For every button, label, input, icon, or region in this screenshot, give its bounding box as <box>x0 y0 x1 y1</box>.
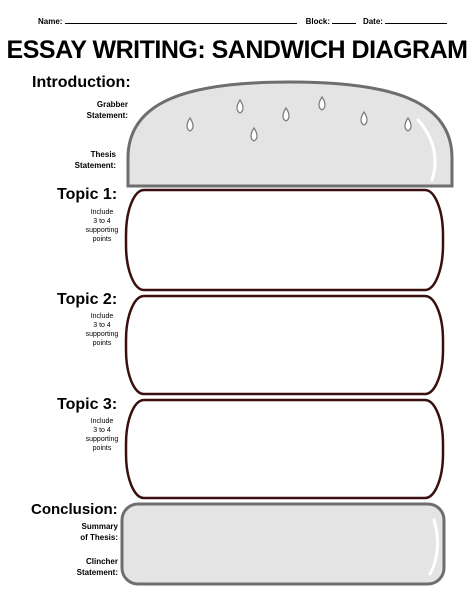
name-label: Name: <box>38 17 63 26</box>
conclusion-heading: Conclusion: <box>31 501 118 518</box>
introduction-heading: Introduction: <box>32 74 131 91</box>
grabber-label-line1: Grabber <box>96 100 128 109</box>
topic-2-box <box>124 294 445 396</box>
block-label: Block: <box>305 17 331 26</box>
topic-2-note: Include 3 to 4 supporting points <box>72 312 132 348</box>
clincher-label-line1: Clincher <box>85 557 118 566</box>
topic-2-note-line1: Include <box>90 313 114 320</box>
topic-2-heading: Topic 2: <box>57 291 118 308</box>
date-label: Date: <box>362 17 383 26</box>
topic-3-note-line4: points <box>92 445 112 452</box>
grabber-label: Grabber Statement: <box>60 99 128 121</box>
topic-2-note-line4: points <box>92 340 112 347</box>
topic-1-note-line1: Include <box>90 209 114 216</box>
block-field[interactable] <box>332 15 357 24</box>
thesis-label-line2: Statement: <box>74 161 116 170</box>
page-title: ESSAY WRITING: SANDWICH DIAGRAM <box>6 36 468 64</box>
topic-1-note: Include 3 to 4 supporting points <box>72 208 132 244</box>
top-bun-shine <box>416 118 437 182</box>
sesame-seeds <box>186 95 412 142</box>
topic-3-note-line1: Include <box>90 418 114 425</box>
grabber-label-line2: Statement: <box>86 111 128 120</box>
top-bun <box>126 80 454 188</box>
header-fields: Name: Block: Date: <box>38 15 448 26</box>
topic-3-note: Include 3 to 4 supporting points <box>72 417 132 453</box>
summary-label: Summary of Thesis: <box>52 521 118 543</box>
topic-3-note-line2: 3 to 4 <box>93 427 111 434</box>
topic-2-note-line2: 3 to 4 <box>93 322 111 329</box>
clincher-label-line2: Statement: <box>76 568 118 577</box>
topic-1-note-line4: points <box>92 236 112 243</box>
topic-3-heading: Topic 3: <box>57 396 118 413</box>
thesis-label-line1: Thesis <box>90 150 116 159</box>
topic-3-note-line3: supporting <box>85 436 119 443</box>
date-field[interactable] <box>385 15 448 24</box>
topic-2-note-line3: supporting <box>85 331 119 338</box>
topic-1-note-line2: 3 to 4 <box>93 218 111 225</box>
bottom-bun-shine <box>428 518 439 576</box>
thesis-label: Thesis Statement: <box>60 149 116 171</box>
topic-1-box <box>124 188 445 292</box>
topic-3-box <box>124 398 445 500</box>
topic-1-note-line3: supporting <box>85 227 119 234</box>
name-field[interactable] <box>64 15 297 24</box>
summary-label-line1: Summary <box>81 522 118 531</box>
summary-label-line2: of Thesis: <box>80 533 118 542</box>
topic-1-heading: Topic 1: <box>57 186 118 203</box>
bottom-bun <box>120 502 446 586</box>
clincher-label: Clincher Statement: <box>52 556 118 578</box>
